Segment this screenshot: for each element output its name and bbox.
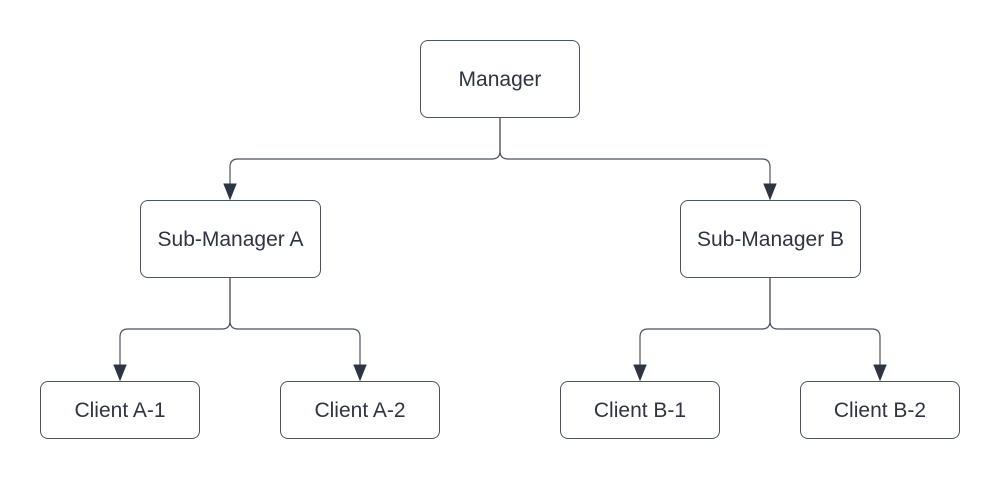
connector-sub-b-to-client-b2 xyxy=(769,278,887,382)
node-client-a1-label: Client A-1 xyxy=(74,398,166,422)
node-manager-label: Manager xyxy=(458,67,542,91)
connector-sub-a-to-client-a2 xyxy=(229,278,367,382)
node-client-a2[interactable]: Client A-2 xyxy=(280,381,440,439)
connector-manager-to-sub-a xyxy=(223,118,501,201)
node-client-a1[interactable]: Client A-1 xyxy=(40,381,200,439)
node-client-b2-label: Client B-2 xyxy=(833,398,927,422)
node-client-a2-label: Client A-2 xyxy=(314,398,406,422)
node-manager[interactable]: Manager xyxy=(420,40,580,118)
node-sub-manager-b-label: Sub-Manager B xyxy=(696,227,845,251)
node-client-b2[interactable]: Client B-2 xyxy=(800,381,960,439)
connector-manager-to-sub-b xyxy=(499,118,777,201)
node-sub-manager-a-label: Sub-Manager A xyxy=(157,227,304,251)
connector-sub-a-to-client-a1 xyxy=(113,278,231,382)
node-sub-manager-a[interactable]: Sub-Manager A xyxy=(140,200,321,278)
connector-sub-b-to-client-b1 xyxy=(633,278,771,382)
node-client-b1[interactable]: Client B-1 xyxy=(560,381,720,439)
node-sub-manager-b[interactable]: Sub-Manager B xyxy=(680,200,861,278)
node-client-b1-label: Client B-1 xyxy=(593,398,687,422)
